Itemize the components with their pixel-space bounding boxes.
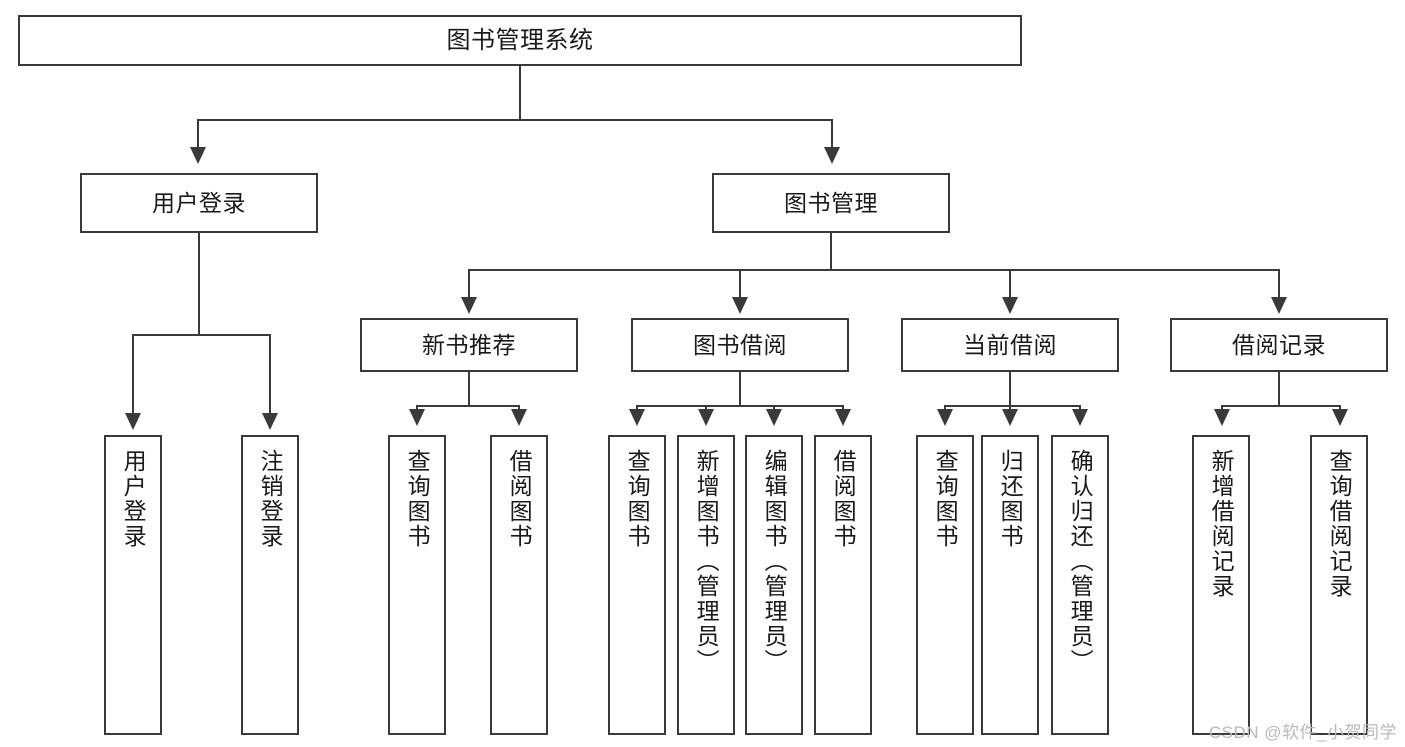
node-user-login[interactable]: 用户登录 — [80, 173, 318, 233]
leaf-label: 查询图书 — [624, 449, 651, 549]
arrow-leaf-query-book-3 — [937, 409, 953, 426]
edge-user-login-drop-2 — [269, 334, 271, 413]
arrow-leaf-add-record — [1214, 409, 1230, 426]
leaf-add-borrow-record[interactable]: 新增借阅记录 — [1192, 435, 1250, 735]
leaf-label: 用户登录 — [120, 449, 147, 549]
leaf-label: 注销登录 — [257, 449, 284, 549]
edge-current-borrow-bar — [944, 405, 1081, 407]
node-book-management[interactable]: 图书管理 — [712, 173, 950, 233]
edge-book-borrow-drop-2 — [705, 405, 707, 409]
arrow-leaf-query-book-2 — [629, 409, 645, 426]
arrow-to-borrow-record — [1271, 297, 1287, 314]
arrow-leaf-edit-book — [766, 409, 782, 426]
leaf-user-login[interactable]: 用户登录 — [104, 435, 162, 735]
node-label: 用户登录 — [152, 189, 246, 216]
leaf-query-book-borrow[interactable]: 查询图书 — [608, 435, 666, 735]
edge-user-login-bar — [132, 334, 270, 336]
node-new-book-recommend[interactable]: 新书推荐 — [360, 318, 578, 372]
leaf-logout[interactable]: 注销登录 — [241, 435, 299, 735]
edge-to-new-book — [468, 269, 470, 297]
edge-to-current-borrow — [1009, 269, 1011, 297]
leaf-label: 新增图书（管理员） — [693, 449, 720, 674]
edge-book-manage-stem — [830, 233, 832, 269]
leaf-label: 查询图书 — [932, 449, 959, 549]
arrow-leaf-add-book — [698, 409, 714, 426]
node-current-borrow[interactable]: 当前借阅 — [901, 318, 1119, 372]
leaf-borrow-book-borrow[interactable]: 借阅图书 — [814, 435, 872, 735]
edge-to-user-login — [197, 119, 199, 147]
arrow-leaf-return-book — [1002, 409, 1018, 426]
node-label: 图书管理 — [784, 189, 878, 216]
leaf-label: 借阅图书 — [506, 449, 533, 549]
edge-book-borrow-stem — [739, 372, 741, 405]
node-label: 借阅记录 — [1232, 331, 1326, 358]
arrow-to-current-borrow — [1002, 297, 1018, 314]
leaf-label: 归还图书 — [997, 449, 1024, 549]
edge-current-borrow-stem — [1009, 372, 1011, 405]
leaf-label: 新增借阅记录 — [1208, 449, 1235, 599]
node-borrow-record[interactable]: 借阅记录 — [1170, 318, 1388, 372]
edge-borrow-record-drop-1 — [1221, 405, 1223, 409]
arrow-to-new-book — [461, 297, 477, 314]
leaf-return-book[interactable]: 归还图书 — [981, 435, 1039, 735]
leaf-label: 编辑图书（管理员） — [761, 449, 788, 674]
edge-new-book-drop-1 — [416, 405, 418, 409]
arrow-to-user-login — [190, 147, 206, 164]
watermark: CSDN @软件_小贺同学 — [1208, 723, 1397, 742]
leaf-query-borrow-record[interactable]: 查询借阅记录 — [1310, 435, 1368, 735]
edge-book-borrow-drop-1 — [636, 405, 638, 409]
leaf-label: 借阅图书 — [830, 449, 857, 549]
arrow-leaf-user-login — [125, 413, 141, 430]
leaf-add-book-admin[interactable]: 新增图书（管理员） — [677, 435, 735, 735]
edge-book-borrow-drop-4 — [842, 405, 844, 409]
edge-current-borrow-drop-2 — [1009, 405, 1011, 409]
edge-root-stem — [519, 66, 521, 119]
edge-to-book-manage — [831, 119, 833, 147]
leaf-borrow-book-new-recommend[interactable]: 借阅图书 — [490, 435, 548, 735]
edge-user-login-stem — [198, 233, 200, 334]
edge-new-book-stem — [468, 372, 470, 405]
leaf-confirm-return-admin[interactable]: 确认归还（管理员） — [1051, 435, 1109, 735]
leaf-query-book-current[interactable]: 查询图书 — [916, 435, 974, 735]
leaf-label: 确认归还（管理员） — [1067, 449, 1094, 674]
arrow-leaf-query-record — [1332, 409, 1348, 426]
edge-borrow-record-bar — [1221, 405, 1341, 407]
node-label: 图书借阅 — [693, 331, 787, 358]
node-label: 图书管理系统 — [446, 26, 594, 54]
arrow-leaf-confirm-return — [1072, 409, 1088, 426]
arrow-leaf-logout — [262, 413, 278, 430]
arrow-leaf-borrow-book-2 — [835, 409, 851, 426]
edge-current-borrow-drop-1 — [944, 405, 946, 409]
node-root-library-system[interactable]: 图书管理系统 — [18, 15, 1022, 66]
edge-borrow-record-drop-2 — [1339, 405, 1341, 409]
arrow-to-book-borrow — [732, 297, 748, 314]
edge-borrow-record-stem — [1278, 372, 1280, 405]
arrow-leaf-borrow-book-1 — [511, 409, 527, 426]
edge-user-login-drop-1 — [132, 334, 134, 413]
node-book-borrow[interactable]: 图书借阅 — [631, 318, 849, 372]
edge-new-book-drop-2 — [518, 405, 520, 409]
leaf-label: 查询借阅记录 — [1326, 449, 1353, 599]
node-label: 当前借阅 — [963, 331, 1057, 358]
leaf-query-book-new-recommend[interactable]: 查询图书 — [388, 435, 446, 735]
edge-to-book-borrow — [739, 269, 741, 297]
edge-book-borrow-drop-3 — [773, 405, 775, 409]
node-label: 新书推荐 — [422, 331, 516, 358]
edge-to-borrow-record — [1278, 269, 1280, 297]
edge-book-borrow-bar — [636, 405, 844, 407]
edge-book-manage-bar — [468, 269, 1280, 271]
edge-root-bar — [197, 119, 833, 121]
arrow-to-book-manage — [824, 147, 840, 164]
edge-new-book-bar — [416, 405, 520, 407]
leaf-label: 查询图书 — [404, 449, 431, 549]
arrow-leaf-query-book-1 — [409, 409, 425, 426]
edge-current-borrow-drop-3 — [1079, 405, 1081, 409]
leaf-edit-book-admin[interactable]: 编辑图书（管理员） — [745, 435, 803, 735]
